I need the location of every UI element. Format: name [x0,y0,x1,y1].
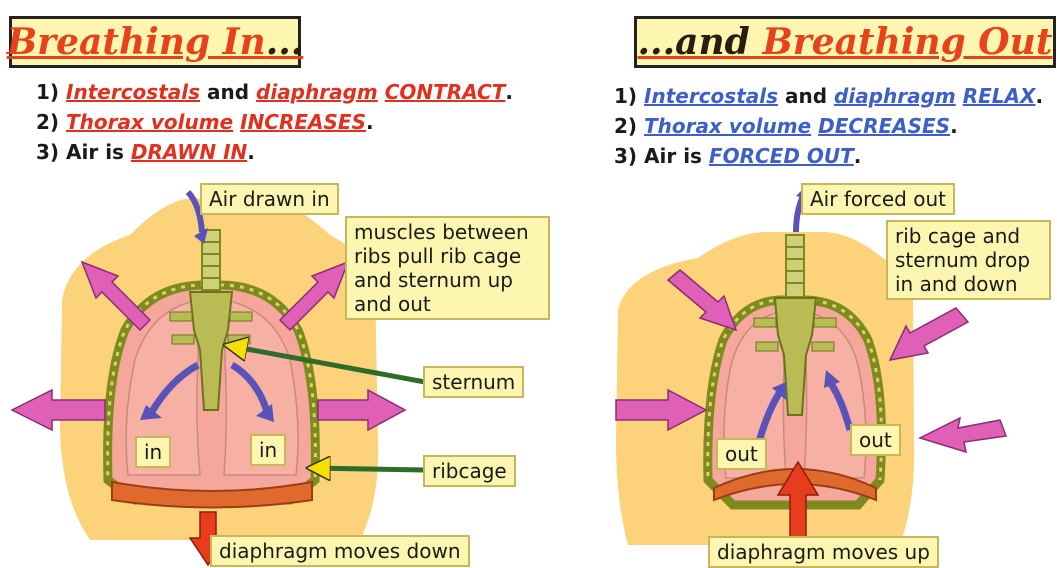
ribcage-label: ribcage [423,455,516,487]
step-2: 2) Thorax volume INCREASES. [36,110,374,134]
in-left-label: in [135,436,171,468]
diaphragm-up-label: diaphragm moves up [708,536,939,568]
trachea [786,235,804,297]
air-drawn-in-label: Air drawn in [200,183,339,215]
ribcage-pointer [308,468,425,470]
out-right-label: out [850,424,901,456]
breathing-in-title: Breathing In... [7,21,304,63]
breathing-in-title-box: Breathing In... [9,16,301,68]
step-1: 1) Intercostals and diaphragm CONTRACT. [36,80,513,104]
step-1: 1) Intercostals and diaphragm RELAX. [614,84,1043,108]
ribcage-drop-label: rib cage and sternum drop in and down [886,220,1051,300]
step-2: 2) Thorax volume DECREASES. [614,114,958,138]
out-left-label: out [716,438,767,470]
breathing-in-panel: Breathing In... 1) Intercostals and diap… [0,0,528,568]
in-right-label: in [250,434,286,466]
breathing-out-title: ...and Breathing Out [638,21,1053,63]
breathing-out-title-box: ...and Breathing Out [634,16,1056,68]
step-3: 3) Air is FORCED OUT. [614,144,861,168]
sternum-label: sternum [423,366,524,398]
diaphragm-down-label: diaphragm moves down [210,535,470,567]
arrow-in-right [920,418,1006,452]
step-3: 3) Air is DRAWN IN. [36,140,255,164]
air-forced-out-label: Air forced out [801,183,955,215]
muscles-label: muscles between ribs pull rib cage and s… [345,216,550,320]
breathing-out-panel: ...and Breathing Out 1) Intercostals and… [528,0,1057,568]
